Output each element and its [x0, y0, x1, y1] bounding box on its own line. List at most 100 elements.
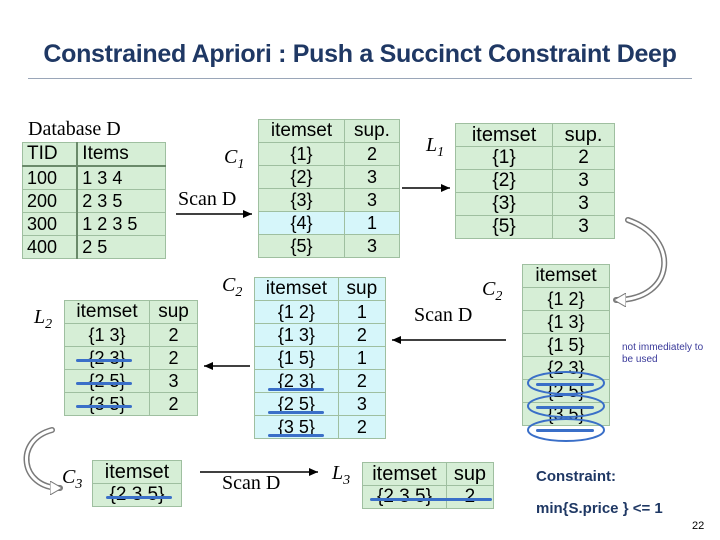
c1-label: C1 — [224, 146, 245, 172]
table-row: {5}3 — [454, 215, 615, 239]
c2-header-sup: sup — [337, 277, 387, 301]
c3-cell: {2 3 5} — [92, 483, 182, 507]
strike-line — [76, 405, 132, 408]
l2-cell: {3 5} — [63, 392, 151, 416]
curved-arrow-l2-to-c3 — [23, 427, 63, 491]
c2-cell: {1 3} — [254, 323, 339, 347]
c1-cell: {4} — [258, 211, 345, 235]
table-row: {2 3 5}2 — [362, 485, 495, 509]
strike-line — [536, 406, 594, 409]
l1-cell: {3} — [454, 192, 554, 216]
c2b-label: C2 — [482, 278, 503, 304]
l1-cell: 2 — [552, 146, 615, 170]
db-cell: 1 2 3 5 — [76, 212, 167, 236]
c3-header-itemset: itemset — [92, 460, 182, 484]
l2-cell: {2 5} — [63, 369, 151, 393]
table-row: {2 3 5} — [92, 483, 182, 507]
l1-cell: 3 — [552, 169, 615, 193]
l1-cell: {1} — [454, 146, 554, 170]
c1-header-itemset: itemset — [258, 119, 345, 143]
db-header-items: Items — [76, 142, 167, 167]
c2-cell: 2 — [337, 369, 387, 393]
strike-line — [106, 496, 172, 499]
l3-cell: {2 3 5} — [362, 485, 447, 509]
strike-line — [76, 382, 132, 385]
db-cell: 100 — [22, 165, 79, 190]
table-row: {1}2 — [258, 142, 400, 166]
c1-cell: 1 — [344, 211, 400, 235]
curved-arrow-l1-to-c2 — [613, 217, 667, 303]
db-header-tid: TID — [22, 142, 79, 167]
c1-cell: 3 — [344, 188, 400, 212]
c1-cell: {3} — [258, 188, 345, 212]
l3-label: L3 — [332, 462, 351, 488]
c2-cell: 2 — [337, 415, 387, 439]
l3-header-sup: sup — [445, 462, 495, 486]
c3-table: itemset {2 3 5} — [92, 460, 182, 507]
c2-cell: 3 — [337, 392, 387, 416]
strike-line — [268, 434, 324, 437]
c1-cell: {5} — [258, 234, 345, 258]
l1-cell: {5} — [454, 215, 554, 239]
strike-line — [536, 429, 594, 432]
table-row: {3}3 — [454, 192, 615, 216]
c1-cell: 2 — [344, 142, 400, 166]
table-row: {2 3} — [522, 356, 610, 380]
table-row: {1 5}1 — [254, 346, 387, 370]
table-row: {1 2}1 — [254, 300, 387, 324]
l2-header-itemset: itemset — [63, 300, 151, 324]
table-row: {1 3} — [522, 310, 610, 334]
scan-d-label-1: Scan D — [178, 188, 237, 210]
table-row: {5}3 — [258, 234, 400, 258]
c2-label: C2 — [222, 274, 243, 300]
c2b-header-itemset: itemset — [522, 264, 610, 288]
db-cell: 2 5 — [76, 235, 167, 259]
c2-cell: 2 — [337, 323, 387, 347]
l1-label: L1 — [426, 134, 445, 160]
table-row: {2}3 — [258, 165, 400, 189]
table-row: {2}3 — [454, 169, 615, 193]
constraint-expression: min{S.price } <= 1 — [536, 500, 663, 517]
db-cell: 300 — [22, 212, 79, 236]
c3-label: C3 — [62, 466, 83, 492]
c1-cell: {2} — [258, 165, 345, 189]
db-cell: 1 3 4 — [76, 165, 167, 190]
constraint-title: Constraint: — [536, 468, 616, 485]
c2-cell: {1 2} — [254, 300, 339, 324]
table-row: {3 5}2 — [63, 392, 198, 416]
l1-cell: 3 — [552, 215, 615, 239]
scan-d-label-3: Scan D — [222, 472, 281, 494]
scan-d-label-2: Scan D — [414, 304, 473, 326]
c2b-cell: {2 3} — [522, 356, 610, 380]
c2-header-itemset: itemset — [254, 277, 339, 301]
table-row: {1 5} — [522, 333, 610, 357]
c2b-table: itemset {1 2} {1 3} {1 5} {2 3} {2 5} {3… — [522, 264, 610, 426]
strike-line — [76, 359, 132, 362]
table-row: {2 3}2 — [63, 346, 198, 370]
c1-cell: {1} — [258, 142, 345, 166]
database-label: Database D — [28, 118, 121, 140]
l2-cell: {1 3} — [63, 323, 151, 347]
strike-line — [536, 383, 594, 386]
note-text: not immediately to be used — [622, 342, 704, 365]
strike-line — [268, 388, 324, 391]
db-cell: 400 — [22, 235, 79, 259]
c2-cell: {1 5} — [254, 346, 339, 370]
l1-cell: {2} — [454, 169, 554, 193]
table-row: {1 2} — [522, 287, 610, 311]
l2-cell: 3 — [149, 369, 198, 393]
page-number: 22 — [692, 520, 705, 532]
strike-line — [268, 411, 324, 414]
table-row: {1 3}2 — [63, 323, 198, 347]
db-cell: 2 3 5 — [76, 189, 167, 213]
